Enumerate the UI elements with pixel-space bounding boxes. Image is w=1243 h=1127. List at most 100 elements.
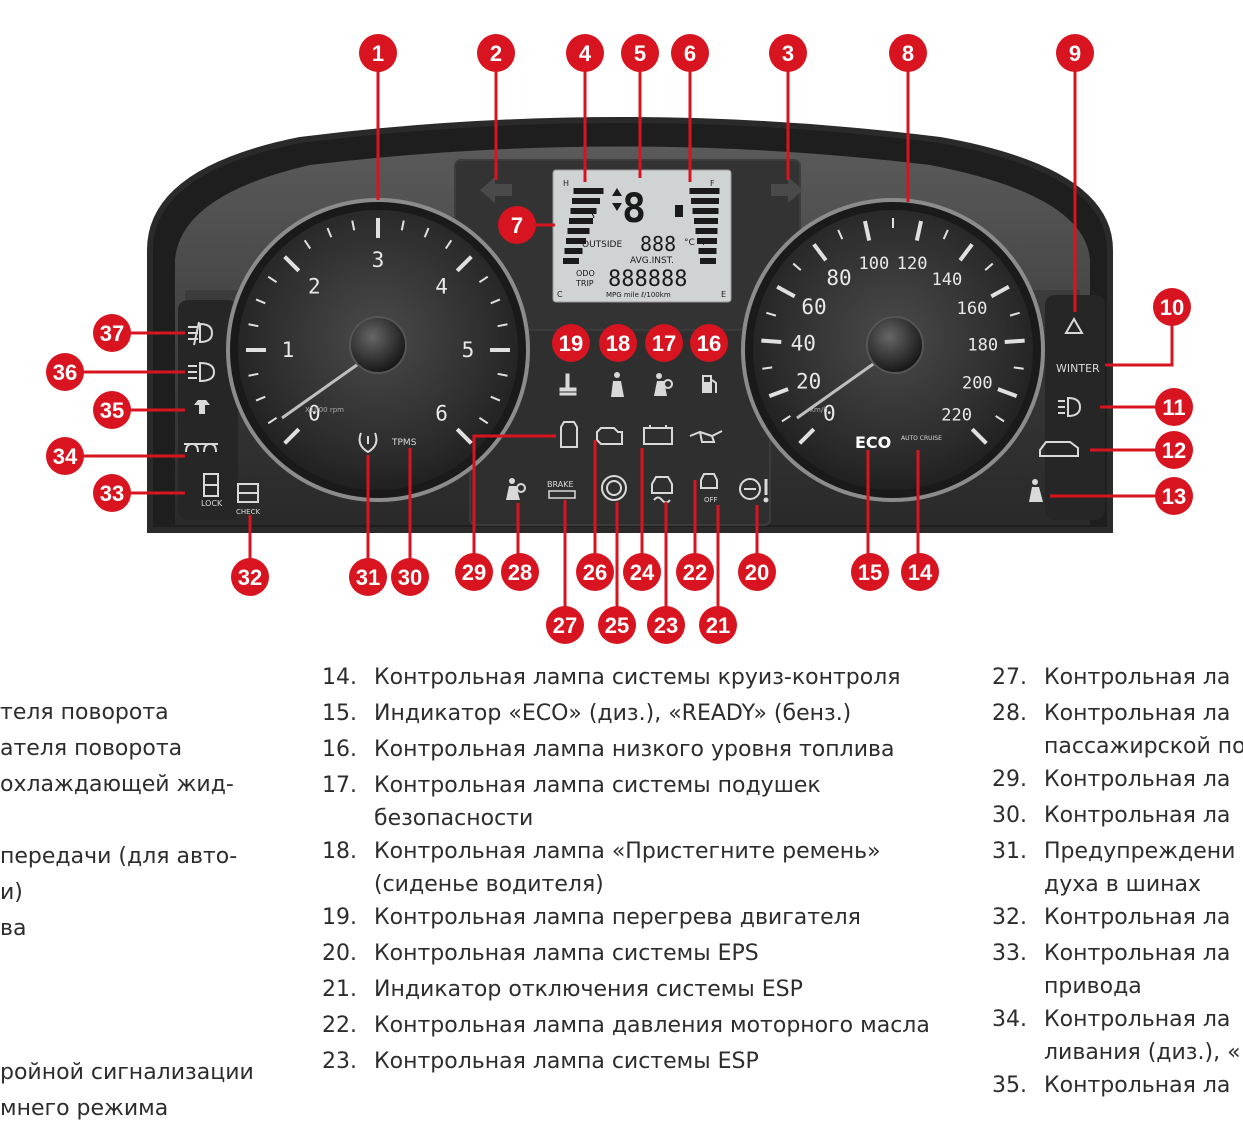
callout-circle (391, 558, 429, 596)
legend-item: 15.Индикатор «ECO» (диз.), «READY» (бенз… (322, 696, 930, 732)
lcd-bar-segment (691, 198, 719, 204)
lock-label: LOCK (201, 499, 223, 508)
lock-4wd-icon (203, 473, 219, 497)
speedometer-hub (866, 316, 924, 374)
legend-item: 32.Контрольная ла (992, 900, 1243, 936)
callout-circle (93, 474, 131, 512)
gauge-tick (766, 311, 777, 317)
legend-item: 16.Контрольная лампа низкого уровня топл… (322, 732, 930, 768)
gauge-tick (248, 372, 259, 377)
oil-pressure-icon (689, 430, 723, 443)
lcd-temp-value: 888 (640, 232, 676, 256)
callout-number: 10 (1160, 295, 1184, 320)
gauge-tick-label: 0 (823, 402, 836, 426)
gauge-tick (914, 220, 924, 241)
callout-circle (699, 606, 737, 644)
legend-item-text-continued: привода (1044, 974, 1142, 999)
gauge-tick (1004, 338, 1025, 345)
gauge-tick (837, 229, 844, 240)
legend-item-continuation: (сиденье водителя) (322, 870, 930, 900)
legend-item-number: 15. (322, 701, 357, 726)
gauge-tick-label: 140 (932, 270, 963, 290)
lcd-display: H F C E 8 ⌇ OUTSIDE 888 °C °F AVG.INST. … (552, 169, 732, 303)
gauge-tick (970, 427, 988, 445)
lcd-bar-segment (697, 238, 717, 244)
gauge-tick-label: 60 (801, 295, 826, 319)
lcd-bar-segment (695, 228, 718, 234)
gauge-tick (812, 243, 828, 262)
callout-number: 19 (559, 331, 583, 356)
legend-item: 20.Контрольная лампа системы EPS (322, 936, 930, 972)
gauge-tick (478, 416, 489, 425)
callout-marker: 19 (552, 324, 590, 362)
callout-number: 18 (606, 331, 630, 356)
callout-number: 21 (706, 613, 730, 638)
lcd-updown-icon (612, 188, 622, 211)
callout-marker: 2 (477, 34, 515, 72)
right-pod-icons (1029, 316, 1084, 502)
legend-item-text-continued: ливания (диз.), « (1044, 1040, 1241, 1065)
legend-item-text: Предупреждени (1044, 839, 1236, 864)
legend-item-number: 18. (322, 839, 357, 864)
lcd-fuel-bars (689, 188, 720, 264)
legend-left-line (0, 803, 254, 839)
lcd-bar-segment (692, 208, 719, 214)
callout-marker: 37 (93, 314, 131, 352)
callout-number: 15 (858, 560, 882, 585)
lcd-bar-segment (563, 258, 579, 264)
callout-circle (1155, 431, 1193, 469)
gauge-tick-label: 180 (967, 336, 998, 356)
gauge-tick-label: 4 (435, 274, 448, 298)
callout-circle (576, 553, 614, 591)
callout-circle (46, 437, 84, 475)
gauge-tick (762, 366, 773, 370)
passenger-airbag-icon (506, 478, 526, 500)
lcd-odo-value: 888888 (608, 267, 687, 292)
gauge-tick-label: 100 (859, 254, 890, 274)
callout-marker: 17 (645, 324, 683, 362)
gauge-tick (255, 298, 266, 305)
gauge-tick (997, 387, 1018, 399)
legend-item: 35.Контрольная ла (992, 1068, 1243, 1104)
legend-item: 34.Контрольная ла (992, 1002, 1243, 1038)
battery-icon (643, 425, 673, 445)
legend-item-number: 34. (992, 1007, 1027, 1032)
gauge-tick (984, 262, 994, 271)
winter-label: WINTER (1056, 362, 1100, 375)
legend-item-text-continued: духа в шинах (1044, 872, 1201, 897)
legend-item-text: Контрольная лампа системы подушек (374, 773, 821, 798)
legend-item-text: Контрольная ла (1044, 905, 1231, 930)
lower-warning-lamps (506, 473, 769, 504)
callout-circle (1155, 388, 1193, 426)
seatbelt-icon (611, 372, 624, 397)
legend-item-text: Контрольная ла (1044, 803, 1231, 828)
check-label: CHECK (236, 508, 260, 516)
callout-marker: 30 (391, 558, 429, 596)
legend-item-number: 29. (992, 767, 1027, 792)
gauge-tick (497, 372, 508, 377)
callout-marker: 18 (599, 324, 637, 362)
callout-circle (1153, 288, 1191, 326)
legend-item-number: 30. (992, 803, 1027, 828)
legend-item-number: 35. (992, 1073, 1027, 1098)
callout-marker: 6 (671, 34, 709, 72)
legend-left-line: охлаждающей жид- (0, 772, 234, 797)
lcd-bar-segment (698, 248, 717, 254)
gauge-tick (776, 284, 796, 299)
brake-lamps-icon (548, 490, 576, 499)
lcd-c-label: C (557, 290, 563, 299)
legend-left-line: и) (0, 880, 23, 905)
tachometer-unit: X1000 rpm (305, 406, 344, 414)
right-pod (1045, 295, 1105, 520)
legend-item-number: 21. (322, 977, 357, 1002)
legend-item: 21.Индикатор отключения системы ESP (322, 972, 930, 1008)
right-turn-arrow-icon (771, 177, 803, 203)
hazard-icon (1064, 316, 1084, 334)
legend-item-text: Контрольная лампа системы ESP (374, 1049, 759, 1074)
legend-item-text: Контрольная лампа системы EPS (374, 941, 759, 966)
legend-left-line: передачи (для авто- (0, 844, 238, 869)
callout-marker: 13 (1155, 477, 1193, 515)
callout-marker: 26 (576, 553, 614, 591)
